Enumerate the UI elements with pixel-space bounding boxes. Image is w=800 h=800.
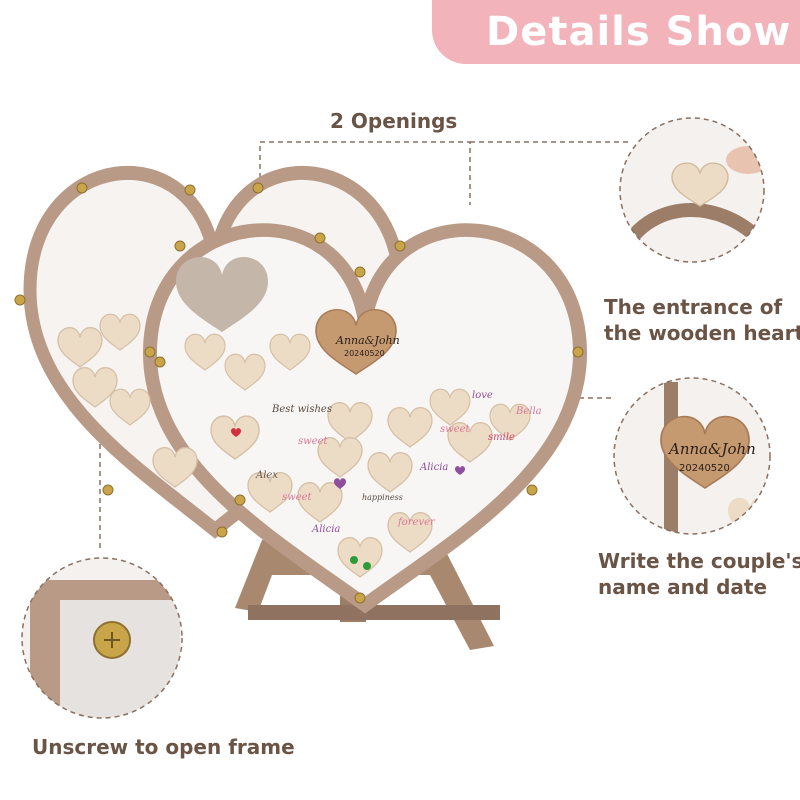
- heart-text-alicia-2: Alicia: [311, 524, 340, 535]
- label-couple: Write the couple's name and date: [598, 548, 800, 600]
- plaque-names: Anna&John: [335, 334, 400, 347]
- heart-text-alicia-1: Alicia: [419, 462, 448, 473]
- name-plaque: Anna&John 20240520: [316, 310, 400, 374]
- label-entrance: The entrance of the wooden heart: [604, 294, 800, 346]
- label-couple-line1: Write the couple's: [598, 549, 800, 573]
- label-entrance-line2: the wooden heart: [604, 321, 800, 345]
- details-banner: [432, 0, 800, 64]
- heart-text-bella: Bella: [515, 406, 542, 417]
- heart-text-alex: Alex: [255, 470, 278, 481]
- detail-plaque-date: 20240520: [679, 463, 730, 474]
- heart-text-love: love: [472, 390, 493, 401]
- label-unscrew: Unscrew to open frame: [32, 735, 295, 759]
- heart-writings: Best wishes Alex sweet sweet Alicia happ…: [255, 390, 542, 535]
- banner-title: Details Show: [486, 9, 792, 55]
- heart-text-sweet-3: sweet: [440, 424, 471, 435]
- heart-text-forever: forever: [397, 517, 436, 528]
- heart-text-smile: smile: [488, 432, 515, 443]
- detail-circle-plaque: Anna&John 20240520: [613, 377, 771, 535]
- frame-screws: [14, 182, 584, 604]
- heart-text-sweet-1: sweet: [282, 492, 313, 503]
- label-couple-line2: name and date: [598, 575, 768, 599]
- plaque-date: 20240520: [344, 349, 385, 358]
- detail-circle-entrance: [619, 117, 765, 263]
- detail-plaque-names: Anna&John: [667, 440, 756, 458]
- label-openings: 2 Openings: [330, 109, 458, 133]
- heart-text-best-wishes: Best wishes: [271, 404, 332, 415]
- detail-circle-screw: [21, 557, 183, 719]
- heart-text-happiness: happiness: [362, 493, 403, 502]
- label-entrance-line1: The entrance of: [604, 295, 783, 319]
- heart-text-sweet-2: sweet: [298, 436, 329, 447]
